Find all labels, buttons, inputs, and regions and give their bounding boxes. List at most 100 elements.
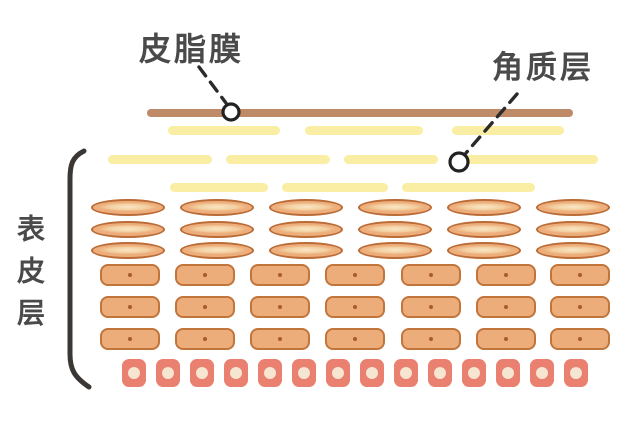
spinous-cell (250, 328, 310, 350)
corneum-dash (344, 155, 438, 164)
corneum-dash (452, 126, 564, 135)
granular-cell (536, 199, 610, 216)
spinous-cell (401, 296, 461, 318)
spinous-cell-dot (203, 337, 207, 341)
spinous-cell (325, 328, 385, 350)
spinous-cell (175, 328, 235, 350)
granular-cell (358, 221, 432, 238)
spinous-cell-dot (429, 273, 433, 277)
granular-cell (269, 242, 343, 259)
basal-cell (258, 359, 282, 387)
basal-cell-dot (264, 367, 276, 379)
sebum-film-line (147, 109, 573, 117)
corneum-dash (402, 183, 535, 192)
basal-cell (564, 359, 588, 387)
corneum-dash (168, 126, 280, 135)
basal-cell-dot (502, 367, 514, 379)
spinous-cell-dot (278, 305, 282, 309)
spinous-cell-dot (578, 337, 582, 341)
basal-cell (156, 359, 180, 387)
basal-cell-dot (366, 367, 378, 379)
basal-cell (496, 359, 520, 387)
basal-cell-dot (196, 367, 208, 379)
granular-cell (269, 199, 343, 216)
spinous-cell (401, 328, 461, 350)
spinous-cell-dot (353, 273, 357, 277)
spinous-cell-dot (578, 273, 582, 277)
spinous-cell-dot (504, 305, 508, 309)
granular-cell (447, 242, 521, 259)
basal-cell-dot (468, 367, 480, 379)
spinous-cell (100, 328, 160, 350)
basal-cell-dot (536, 367, 548, 379)
corneum-dash (108, 155, 212, 164)
spinous-cell (476, 264, 536, 286)
granular-cell (447, 221, 521, 238)
granular-cell (358, 242, 432, 259)
spinous-cell (250, 264, 310, 286)
basal-cell (394, 359, 418, 387)
basal-cell-dot (400, 367, 412, 379)
granular-cell (91, 199, 165, 216)
basal-cell (462, 359, 486, 387)
corneum-dash (305, 126, 423, 135)
spinous-cell-dot (128, 273, 132, 277)
spinous-cell-dot (578, 305, 582, 309)
spinous-cell (325, 296, 385, 318)
basal-cell (360, 359, 384, 387)
spinous-cell-dot (353, 337, 357, 341)
basal-cell-dot (298, 367, 310, 379)
spinous-cell-dot (278, 273, 282, 277)
granular-cell (447, 199, 521, 216)
spinous-cell-dot (128, 337, 132, 341)
spinous-cell (325, 264, 385, 286)
spinous-cell-dot (278, 337, 282, 341)
corneum-dash (170, 183, 268, 192)
basal-cell (326, 359, 350, 387)
spinous-cell (550, 296, 610, 318)
spinous-cell (401, 264, 461, 286)
spinous-cell-dot (353, 305, 357, 309)
stratum-corneum-label: 角质层 (492, 50, 594, 85)
basal-cell-dot (230, 367, 242, 379)
spinous-cell-dot (429, 305, 433, 309)
granular-cell (91, 242, 165, 259)
basal-cell-dot (162, 367, 174, 379)
basal-cell-dot (128, 367, 140, 379)
granular-cell (180, 221, 254, 238)
spinous-cell (476, 296, 536, 318)
basal-cell (224, 359, 248, 387)
spinous-cell (175, 296, 235, 318)
basal-cell (530, 359, 554, 387)
spinous-cell (550, 328, 610, 350)
spinous-cell (100, 296, 160, 318)
corneum-dash (226, 155, 330, 164)
granular-cell (180, 199, 254, 216)
granular-cell (180, 242, 254, 259)
spinous-cell-dot (504, 273, 508, 277)
granular-cell (358, 199, 432, 216)
spinous-cell (476, 328, 536, 350)
spinous-cell-dot (429, 337, 433, 341)
basal-cell (190, 359, 214, 387)
granular-cell (269, 221, 343, 238)
corneum-dash (462, 155, 598, 164)
basal-cell-dot (332, 367, 344, 379)
basal-cell-dot (434, 367, 446, 379)
basal-cell (428, 359, 452, 387)
spinous-cell (550, 264, 610, 286)
spinous-cell-dot (504, 337, 508, 341)
granular-cell (536, 242, 610, 259)
spinous-cell (175, 264, 235, 286)
granular-cell (536, 221, 610, 238)
corneum-dash (282, 183, 388, 192)
spinous-cell-dot (203, 305, 207, 309)
basal-cell (292, 359, 316, 387)
spinous-cell-dot (128, 305, 132, 309)
sebum-film-label: 皮脂膜 (139, 31, 245, 67)
basal-cell-dot (570, 367, 582, 379)
spinous-cell (100, 264, 160, 286)
spinous-cell-dot (203, 273, 207, 277)
